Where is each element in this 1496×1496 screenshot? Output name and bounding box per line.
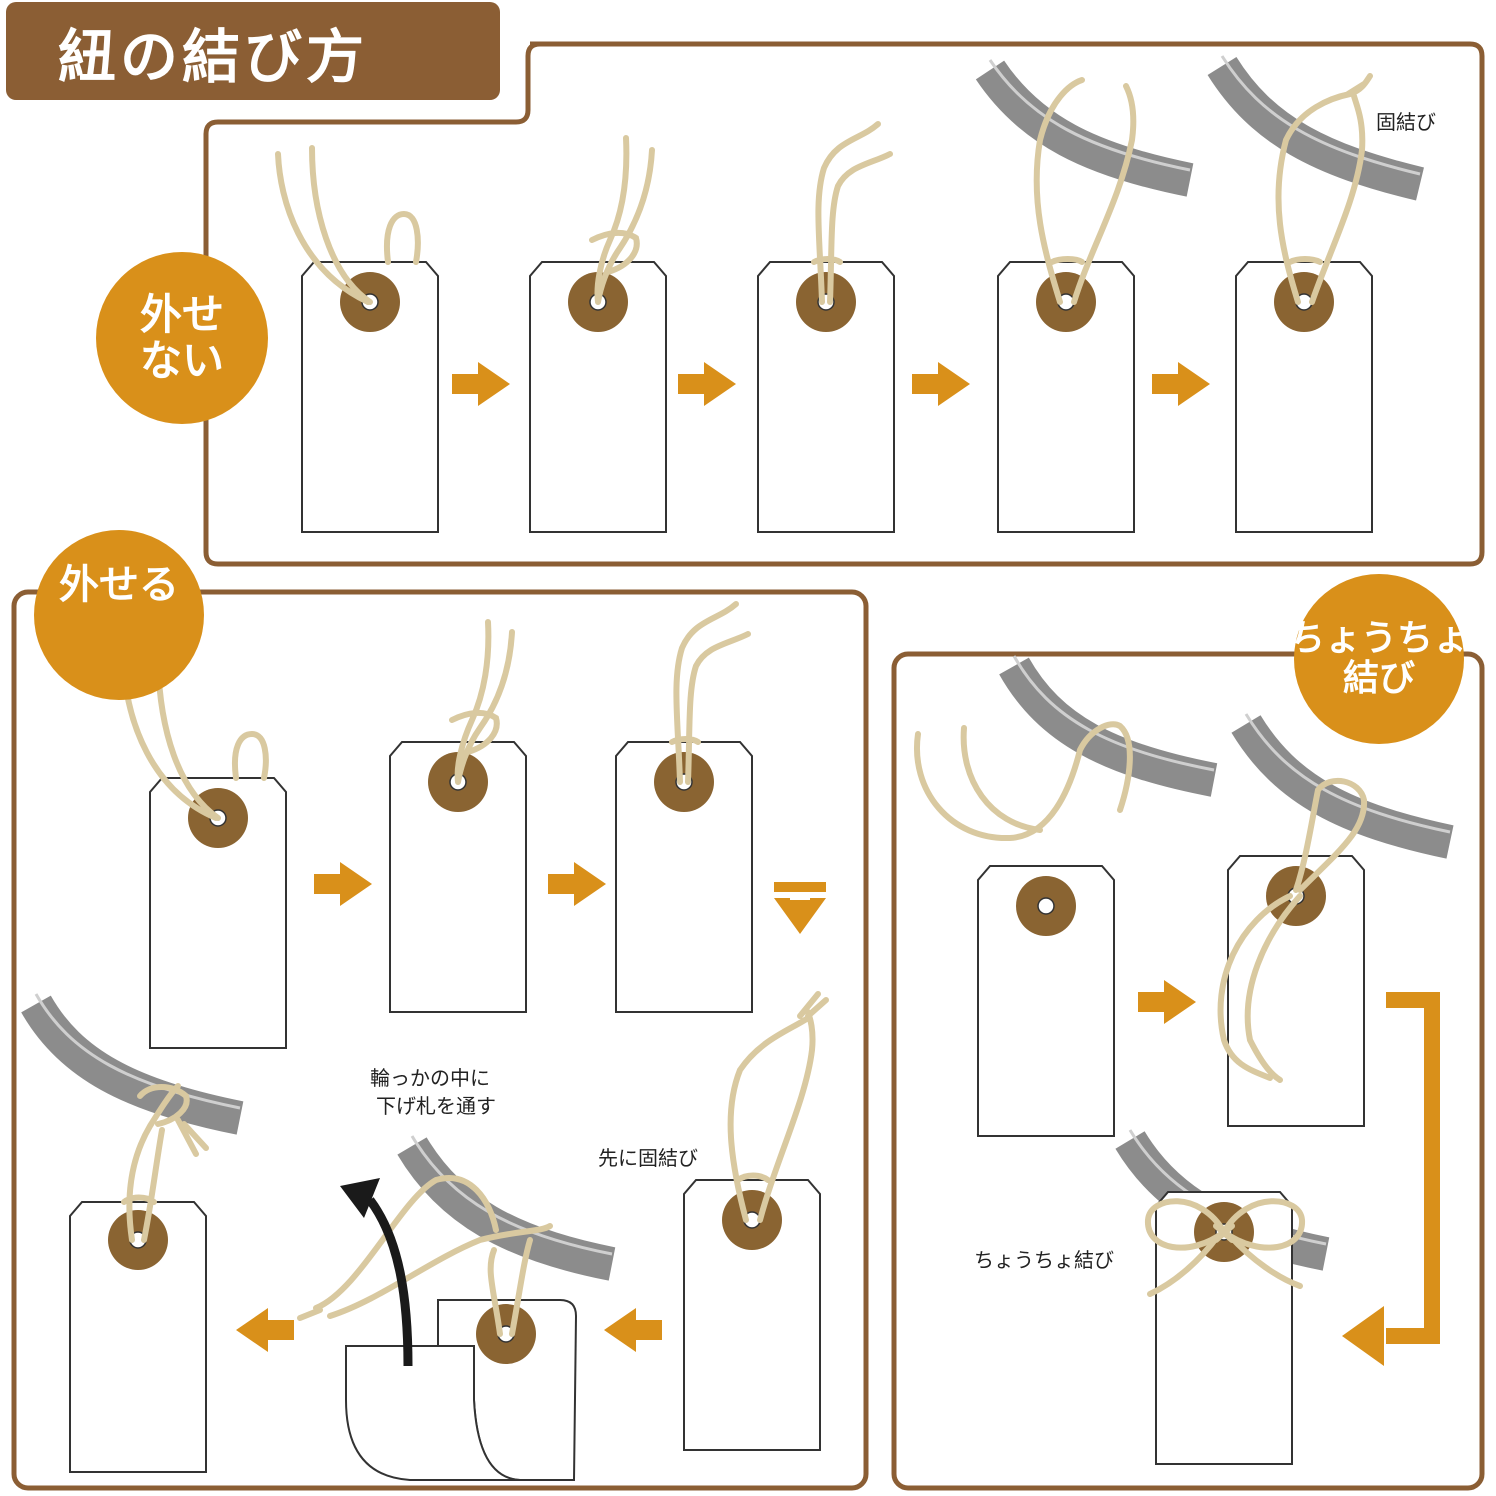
- string-left-mid: [297, 1175, 553, 1337]
- grommet-top-3: [795, 271, 857, 333]
- pipe-top-5: [1207, 56, 1424, 201]
- note-koumusubi-top: 固結び: [1376, 110, 1436, 134]
- panel-top: [203, 41, 1485, 567]
- string-right-2: [1217, 778, 1368, 1083]
- page-title: 紐の結び方: [58, 23, 369, 91]
- arrow-top-1: [452, 362, 510, 406]
- string-top-4: [1033, 77, 1137, 305]
- grommet-top-5: [1273, 271, 1335, 333]
- string-top-5: [1275, 73, 1373, 305]
- note-loop-line2: 下げ札を通す: [376, 1094, 496, 1118]
- panel-bottom-left: [11, 589, 869, 1491]
- black-arrow-curve: [366, 1197, 413, 1367]
- grommet-left-3: [653, 751, 715, 813]
- string-left-2: [449, 619, 515, 785]
- string-top-1: [275, 145, 421, 305]
- string-left-5: [121, 1083, 209, 1243]
- arrow-left-row1-2: [548, 862, 606, 906]
- grommet-left-5: [107, 1209, 169, 1271]
- arrow-left-row2-1: [604, 1308, 662, 1352]
- note-loop-line1: 輪っかの中に: [370, 1066, 490, 1090]
- arrow-right-1: [1138, 980, 1196, 1024]
- badge-removable: 外せる: [34, 530, 204, 700]
- title-tab: [6, 2, 500, 100]
- grommet-left-mid: [475, 1303, 537, 1365]
- arrow-top-2: [678, 362, 736, 406]
- string-left-3: [669, 601, 751, 785]
- pipe-left-5: [21, 995, 244, 1135]
- pipe-right-2: [1231, 714, 1454, 859]
- arrow-left-row2-2: [236, 1308, 294, 1352]
- bent-arrow: [1386, 992, 1440, 1344]
- arrow-top-3: [912, 362, 970, 406]
- badge-non-removable: 外せ ない: [96, 252, 268, 424]
- badge-bow: ちょうちょ 結び: [1289, 574, 1469, 744]
- note-bow: ちょうちょ結び: [974, 1248, 1114, 1272]
- grommet-right-1: [1015, 875, 1077, 937]
- grommet-left-4: [721, 1189, 783, 1251]
- arrow-top-4: [1152, 362, 1210, 406]
- pipe-left-mid: [397, 1137, 616, 1281]
- grommet-top-4: [1035, 271, 1097, 333]
- black-arrow-head: [340, 1178, 380, 1218]
- string-left-4: [727, 991, 829, 1223]
- string-top-2: [589, 135, 655, 305]
- bow-knot: [1145, 1198, 1305, 1297]
- string-right-1: [914, 721, 1133, 842]
- pipe-top-4: [975, 60, 1194, 197]
- folded-tag-front: [345, 1345, 521, 1481]
- panel-bottom-right: [891, 651, 1485, 1491]
- arrow-left-row1-1: [314, 862, 372, 906]
- note-knot-first: 先に固結び: [598, 1146, 698, 1170]
- arrow-left-down: [774, 882, 826, 934]
- string-top-3: [811, 121, 893, 305]
